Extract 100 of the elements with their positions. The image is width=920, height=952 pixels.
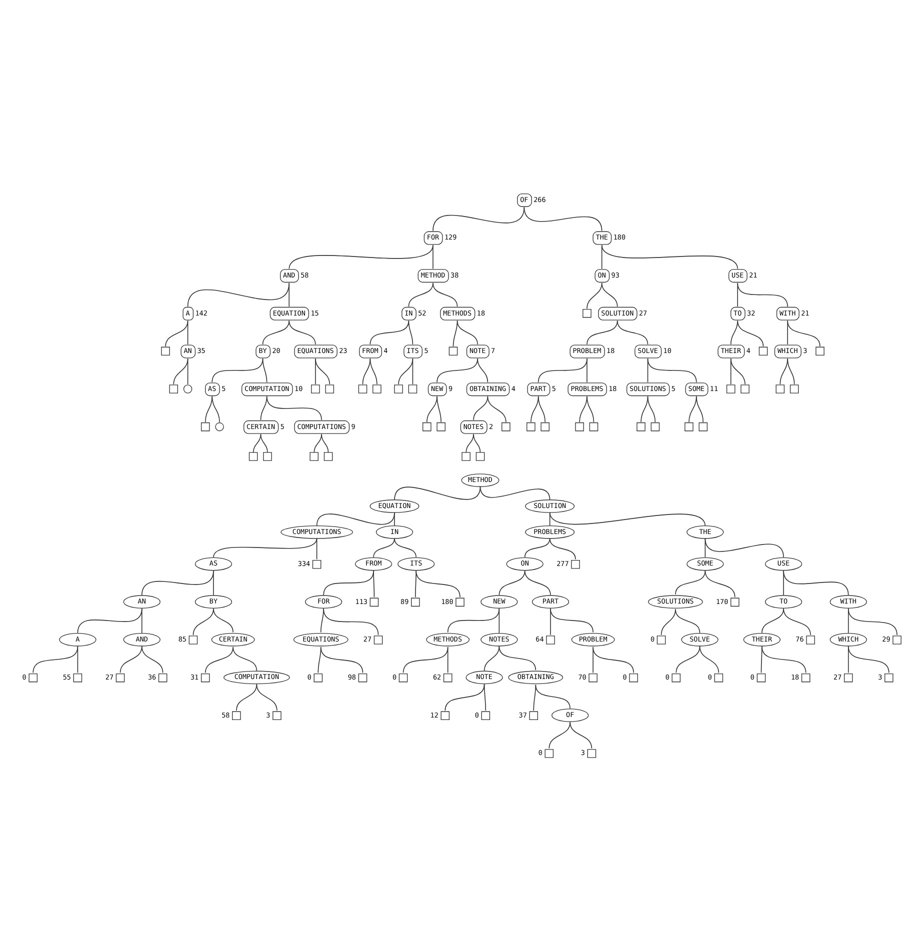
connector — [533, 684, 536, 710]
connector — [487, 396, 506, 422]
node-box — [740, 384, 750, 393]
connector — [675, 570, 706, 594]
connector — [647, 396, 656, 422]
connector — [316, 512, 395, 526]
connector — [204, 396, 213, 422]
connector — [394, 512, 395, 526]
node-box — [756, 672, 766, 682]
node-box — [263, 452, 272, 460]
connector — [320, 608, 324, 632]
node-box — [587, 748, 596, 758]
connector — [212, 358, 264, 382]
connector — [549, 512, 706, 526]
node-box — [758, 346, 768, 356]
node-box — [589, 422, 598, 431]
connector — [362, 358, 371, 384]
connector — [466, 433, 474, 452]
connector — [213, 608, 234, 632]
connector — [320, 646, 364, 673]
connector — [787, 320, 820, 346]
connector — [586, 396, 594, 422]
node-box — [448, 346, 458, 356]
connector — [601, 282, 618, 306]
connector — [213, 537, 318, 558]
node-box — [656, 635, 666, 644]
connector — [256, 683, 278, 710]
connector — [321, 433, 329, 452]
connector — [730, 320, 738, 344]
connector — [315, 358, 330, 384]
node-box — [374, 635, 383, 644]
node-box — [714, 672, 724, 682]
connector — [432, 244, 434, 269]
connector — [415, 570, 416, 598]
connector — [737, 282, 738, 306]
node-circle — [215, 422, 224, 431]
connector — [141, 570, 214, 595]
connector — [535, 684, 570, 708]
node-box — [372, 384, 382, 393]
connector — [314, 433, 322, 452]
node-box — [650, 422, 660, 431]
node-box — [571, 559, 580, 568]
node-box — [684, 422, 694, 431]
connector — [570, 721, 592, 748]
connector — [187, 282, 290, 306]
node-box — [698, 422, 708, 431]
node-box — [443, 672, 452, 682]
connector — [232, 646, 258, 671]
node-box — [462, 452, 470, 460]
connector — [548, 721, 570, 748]
connector — [187, 320, 188, 344]
node-box — [188, 635, 198, 644]
connector — [616, 320, 648, 344]
connector — [373, 537, 395, 558]
connector — [187, 358, 188, 384]
connector — [402, 646, 448, 673]
node-box — [892, 635, 902, 644]
connector — [538, 396, 546, 422]
connector — [549, 537, 576, 560]
connector — [77, 646, 78, 673]
node-box — [324, 452, 333, 460]
node-box — [544, 748, 554, 758]
node-box — [411, 597, 420, 606]
node-box — [776, 384, 785, 393]
connector — [730, 358, 746, 384]
connector — [394, 486, 481, 500]
connector — [484, 683, 486, 710]
node-circle — [183, 384, 192, 393]
connector — [260, 433, 268, 452]
node-box — [629, 672, 638, 682]
connector — [592, 646, 634, 673]
connector — [498, 646, 536, 670]
connector — [647, 358, 697, 382]
node-box — [408, 384, 418, 393]
connector — [447, 608, 500, 632]
node-box — [370, 597, 379, 606]
node-box — [844, 672, 853, 682]
node-box — [816, 346, 824, 356]
node-box — [248, 452, 258, 460]
connector — [204, 646, 234, 673]
node-box — [529, 710, 538, 720]
connector — [412, 358, 414, 384]
node-box — [436, 422, 446, 431]
connector — [601, 244, 738, 269]
connector — [398, 358, 414, 384]
connector — [524, 570, 551, 595]
connector — [141, 608, 142, 633]
connector — [408, 282, 434, 306]
connector — [586, 358, 588, 382]
node-box — [481, 710, 490, 720]
connector — [77, 608, 142, 633]
connector — [173, 358, 188, 384]
node-box — [730, 597, 740, 606]
connector — [498, 570, 526, 595]
node-box — [801, 672, 810, 682]
node-box — [726, 384, 736, 393]
connector — [266, 396, 322, 420]
connector — [480, 486, 550, 500]
connector — [524, 206, 602, 231]
node-box — [440, 710, 450, 720]
